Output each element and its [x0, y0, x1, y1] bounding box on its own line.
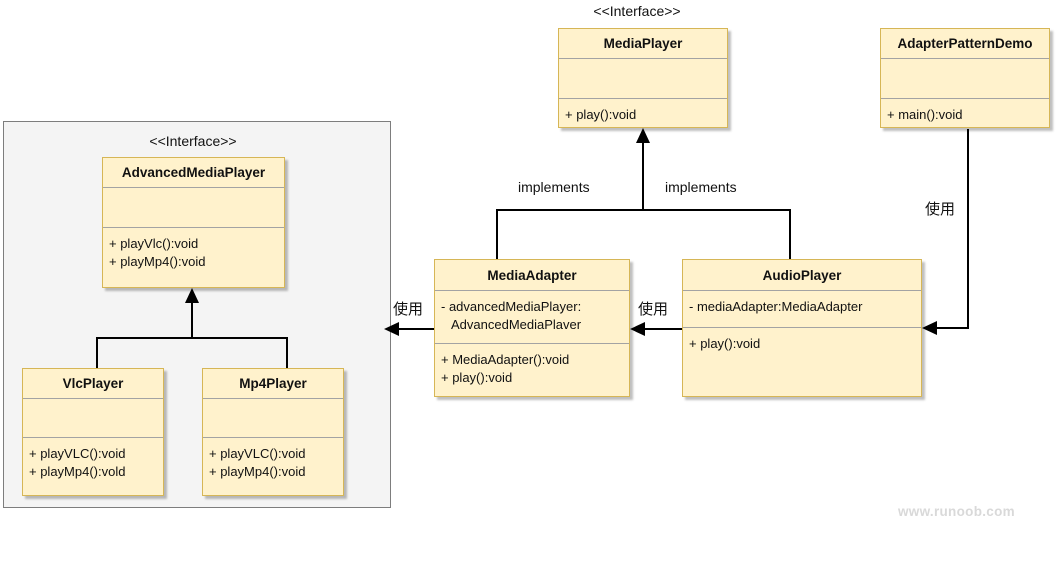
method-line: + playVlc():void — [109, 236, 199, 251]
class-box-adapterpatterndemo: AdapterPatternDemo + main():void — [880, 28, 1050, 128]
attribute-line: AdvancedMediaPlaver — [451, 317, 582, 332]
method-line: + playMp4():void — [209, 464, 306, 479]
method-line: + MediaAdapter():void — [441, 352, 570, 367]
class-box-mediaadapter: MediaAdapter - advancedMediaPlayer: Adva… — [434, 259, 630, 397]
attrs-advancedmediaplayer — [103, 188, 284, 228]
label-implements-left: implements — [518, 179, 590, 195]
implements-arrowhead-icon — [636, 128, 650, 143]
methods-mp4player: + playVLC():void + playMp4():void — [203, 438, 343, 495]
attrs-vlcplayer — [23, 399, 163, 438]
stereotype-mediaplayer: <<Interface>> — [593, 3, 681, 19]
implements-connector — [496, 209, 791, 259]
attrs-mp4player — [203, 399, 343, 438]
methods-vlcplayer: + playVLC():void + playMp4():vold — [23, 438, 163, 495]
label-use-right: 使用 — [925, 201, 956, 218]
use-right-arrow-shaft — [935, 129, 969, 329]
method-line: + playMp4():void — [109, 254, 206, 269]
stereotype-advancedmediaplayer: <<Interface>> — [149, 133, 237, 149]
methods-mediaadapter: + MediaAdapter():void + play():void — [435, 344, 629, 396]
class-box-mp4player: Mp4Player + playVLC():void + playMp4():v… — [202, 368, 344, 496]
method-line: + play():void — [565, 107, 637, 122]
label-use-middle: 使用 — [638, 301, 669, 318]
method-line: + playVLC():void — [29, 446, 126, 461]
class-name-vlcplayer: VlcPlayer — [23, 369, 163, 399]
class-name-mediaadapter: MediaAdapter — [435, 260, 629, 291]
class-name-adapterpatterndemo: AdapterPatternDemo — [881, 29, 1049, 59]
label-use-left: 使用 — [393, 301, 424, 318]
method-line: + play():void — [441, 370, 513, 385]
label-implements-right: implements — [665, 179, 737, 195]
use-right-arrowhead-icon — [922, 321, 937, 335]
class-name-mp4player: Mp4Player — [203, 369, 343, 399]
methods-advancedmediaplayer: + playVlc():void + playMp4():void — [103, 228, 284, 287]
attrs-adapterpatterndemo — [881, 59, 1049, 99]
attrs-audioplayer: - mediaAdapter:MediaAdapter — [683, 291, 921, 328]
method-line: + playVLC():void — [209, 446, 306, 461]
class-box-vlcplayer: VlcPlayer + playVLC():void + playMp4():v… — [22, 368, 164, 496]
methods-adapterpatterndemo: + main():void — [881, 99, 1049, 127]
class-name-advancedmediaplayer: AdvancedMediaPlayer — [103, 158, 284, 188]
attrs-mediaplayer — [559, 59, 727, 99]
attribute-line: - mediaAdapter:MediaAdapter — [689, 299, 863, 314]
method-line: + main():void — [887, 107, 963, 122]
methods-mediaplayer: + play():void — [559, 99, 727, 127]
attrs-mediaadapter: - advancedMediaPlayer: AdvancedMediaPlav… — [435, 291, 629, 344]
attribute-line: - advancedMediaPlayer: — [441, 299, 582, 314]
class-box-mediaplayer: MediaPlayer + play():void — [558, 28, 728, 128]
class-name-audioplayer: AudioPlayer — [683, 260, 921, 291]
watermark-text: www.runoob.com — [898, 504, 1015, 519]
method-line: + playMp4():vold — [29, 464, 126, 479]
method-line: + play():void — [689, 336, 761, 351]
class-box-advancedmediaplayer: AdvancedMediaPlayer + playVlc():void + p… — [102, 157, 285, 288]
class-name-mediaplayer: MediaPlayer — [559, 29, 727, 59]
use-middle-arrowhead-icon — [630, 322, 645, 336]
methods-audioplayer: + play():void — [683, 328, 921, 396]
class-box-audioplayer: AudioPlayer - mediaAdapter:MediaAdapter … — [682, 259, 922, 397]
